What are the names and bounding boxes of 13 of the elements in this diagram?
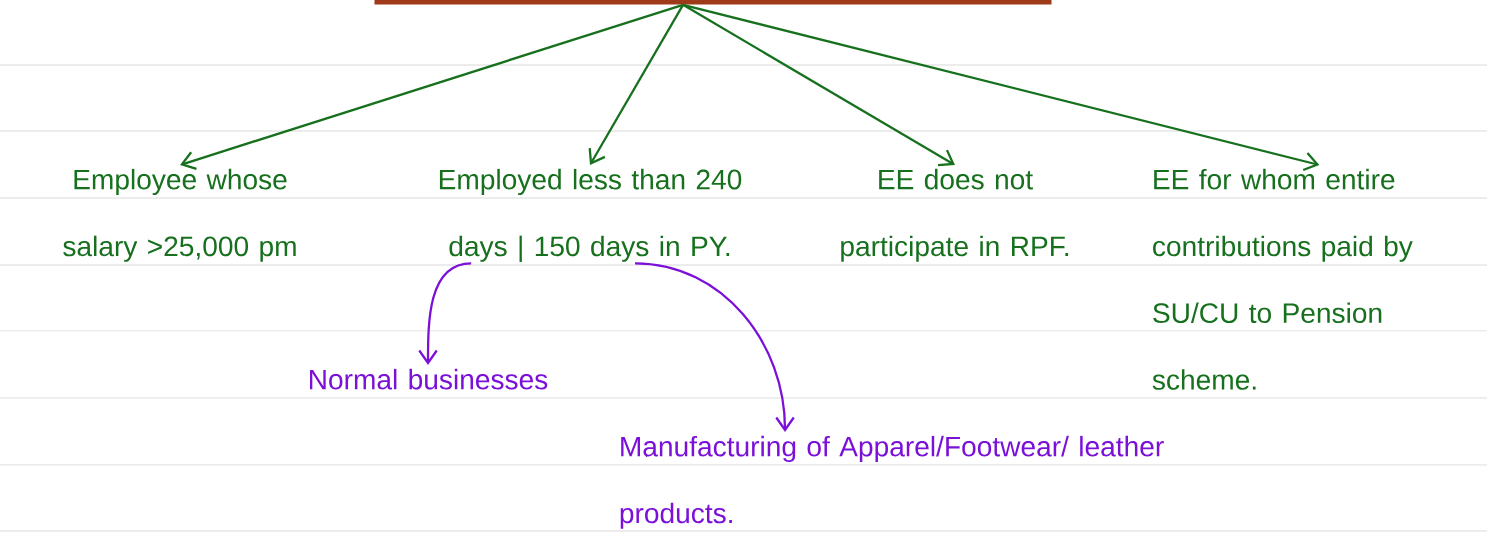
- arrow: [588, 4, 684, 165]
- note-text: EE does not participate in RPF.: [841, 168, 1069, 262]
- arrow: [180, 3, 684, 171]
- arrow: [418, 262, 472, 365]
- note-text: Employed less than 240 days | 150 days in PY.: [439, 168, 742, 262]
- note-text: Manufacturing of Apparel/Footwear/ leather products.: [620, 435, 1164, 529]
- note-text: Employee whose salary >25,000 pm: [63, 168, 296, 262]
- title-underline: [374, 0, 1052, 5]
- note-text: EE for whom entire contributions paid by SU/CU to Pension scheme.: [1152, 168, 1413, 390]
- arrow: [634, 262, 795, 432]
- arrow: [682, 3, 1320, 171]
- note-text: Normal businesses: [310, 368, 548, 390]
- arrow: [682, 3, 955, 167]
